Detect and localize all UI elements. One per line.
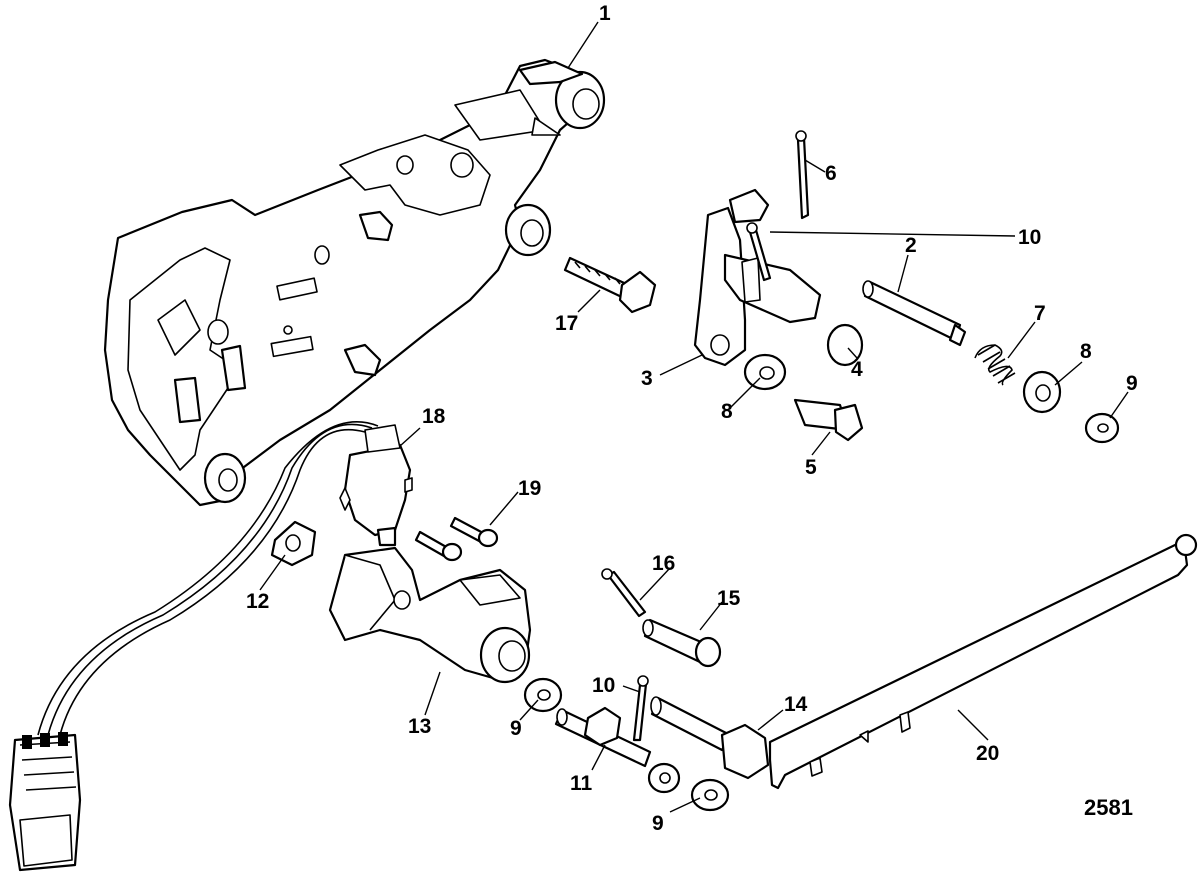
- callout-2: 2: [905, 234, 917, 257]
- cotter-pin-head: [746, 222, 758, 234]
- callout-17: 17: [555, 312, 578, 335]
- callout-1: 1: [599, 2, 611, 25]
- cotter-pin-head: [601, 568, 613, 580]
- callout-13: 13: [408, 715, 431, 738]
- callout-6: 6: [825, 162, 837, 185]
- callout-12: 12: [246, 590, 269, 613]
- figure-number: 2581: [1084, 795, 1133, 820]
- cotter-pin-head: [637, 675, 649, 687]
- callout-20: 20: [976, 742, 999, 765]
- callout-10-a: 10: [1018, 226, 1041, 249]
- pin-shaft-part-2: [862, 280, 967, 347]
- bolt-part-5: [793, 398, 864, 442]
- cotter-pin-part-16: [606, 570, 647, 618]
- shift-link-rod-part-20: [768, 533, 1198, 790]
- callout-14: 14: [784, 693, 808, 716]
- washer-part-8-a: [743, 353, 787, 391]
- bracket-plate-part-1: [103, 58, 606, 507]
- callout-11: 11: [570, 772, 593, 795]
- callout-15: 15: [717, 587, 741, 610]
- callout-10-b: 10: [592, 674, 615, 697]
- callout-8-a: 8: [721, 400, 733, 423]
- leader-lines: [259, 21, 1129, 813]
- shift-lever-part-3: [693, 188, 822, 367]
- callout-4: 4: [851, 358, 863, 381]
- spring-part-7: [974, 344, 1016, 386]
- callout-8-b: 8: [1080, 340, 1092, 363]
- cotter-pin-part-10-b: [632, 682, 648, 742]
- callout-5: 5: [805, 456, 817, 479]
- callout-9-a: 9: [1126, 372, 1138, 395]
- nut-part-12: [270, 520, 317, 567]
- callout-9-c: 9: [652, 812, 664, 835]
- callout-3: 3: [641, 367, 653, 390]
- callout-labels: 1 2 3 4 5 6 7 8 8 9 9 9 10 10 11 12 13 1…: [246, 2, 1138, 835]
- sensor-switch-part-18: [8, 421, 413, 872]
- callout-16: 16: [652, 552, 675, 575]
- clevis-pin-part-15: [642, 618, 722, 668]
- screws-part-19: [414, 516, 499, 562]
- washer-part-9-d: [690, 778, 730, 812]
- callout-18: 18: [422, 405, 446, 428]
- shoulder-bolt-part-14: [650, 696, 770, 780]
- bolt-part-17: [563, 256, 657, 314]
- callout-9-b: 9: [510, 717, 522, 740]
- washer-part-9-b: [523, 677, 563, 713]
- cotter-pin-part-6: [796, 136, 810, 220]
- callout-19: 19: [518, 477, 541, 500]
- callout-7: 7: [1034, 302, 1046, 325]
- shift-cam-part-13: [328, 546, 532, 684]
- cotter-pin-head: [795, 130, 807, 142]
- washer-part-9-a: [1084, 412, 1120, 444]
- washer-part-8-b: [1022, 370, 1062, 414]
- washer-part-9-c: [647, 762, 681, 794]
- stud-part-11: [554, 706, 652, 768]
